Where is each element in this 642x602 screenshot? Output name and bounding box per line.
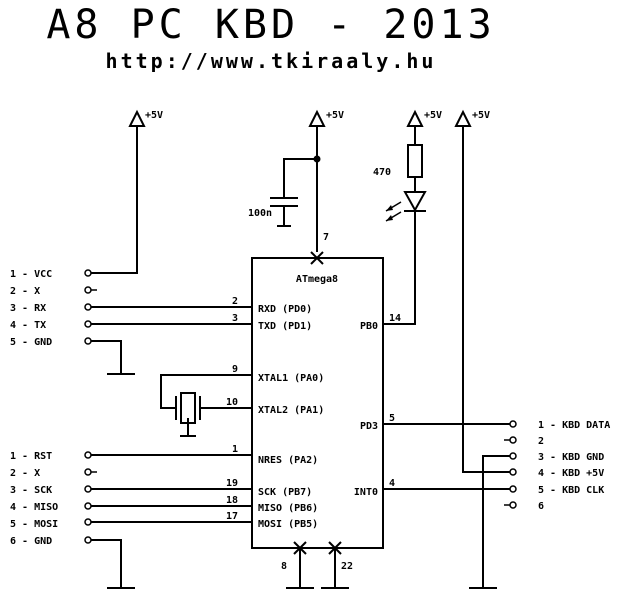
connector-pin-label: 3 - RX — [10, 303, 46, 314]
supply-label: +5V — [145, 110, 163, 121]
connector-pin-label: 5 - GND — [10, 337, 52, 348]
connector-pin-label: 2 - X — [10, 468, 40, 479]
connector-pin-label: 1 - VCC — [10, 269, 52, 280]
supply-label: +5V — [326, 110, 344, 121]
supply-label: +5V — [472, 110, 490, 121]
wires — [91, 126, 510, 589]
led — [385, 191, 427, 222]
pin-name-txd: TXD (PD1) — [258, 321, 312, 332]
pin-name-miso: MISO (PB6) — [258, 503, 318, 514]
capacitor-value: 100n — [248, 208, 272, 219]
pin-number: 4 — [389, 478, 395, 489]
serial-connector: 1 - VCC 2 - X 3 - RX 4 - TX 5 - GND — [10, 269, 97, 348]
supply-label: +5V — [424, 110, 442, 121]
pin-name-sck: SCK (PB7) — [258, 487, 312, 498]
pin-number: 18 — [226, 495, 238, 506]
supply-symbol-chip-vcc: +5V — [308, 109, 344, 127]
isp-connector: 1 - RST 2 - X 3 - SCK 4 - MISO 5 - MOSI … — [10, 451, 97, 547]
schematic-title: A8 PC KBD - 2013 — [46, 2, 495, 48]
pin-number: 22 — [341, 561, 353, 572]
connector-pin-label: 6 - GND — [10, 536, 52, 547]
resistor: 470 — [373, 144, 423, 178]
connector-pin-label: 3 - KBD GND — [538, 452, 604, 463]
capacitor: 100n — [248, 197, 298, 219]
pin-number: 7 — [323, 232, 329, 243]
pin-name-mosi: MOSI (PB5) — [258, 519, 318, 530]
chip-name: ATmega8 — [296, 274, 338, 285]
crystal — [175, 392, 201, 424]
pin-name-rxd: RXD (PD0) — [258, 304, 312, 315]
pin-number: 19 — [226, 478, 238, 489]
pin-number: 10 — [226, 397, 238, 408]
connector-pin-label: 4 - MISO — [10, 502, 58, 513]
pin-number: 14 — [389, 313, 401, 324]
connector-pin-label: 3 - SCK — [10, 485, 52, 496]
pin-number: 3 — [232, 313, 238, 324]
pin-number: 5 — [389, 413, 395, 424]
kbd-connector: 1 - KBD DATA 2 3 - KBD GND 4 - KBD +5V 5… — [504, 420, 610, 512]
connector-pin-label: 1 - KBD DATA — [538, 420, 610, 431]
supply-symbol-serial-vcc: +5V — [128, 109, 163, 127]
connector-pin-label: 6 — [538, 501, 544, 512]
pin-name-xtal2: XTAL2 (PA1) — [258, 405, 324, 416]
pin-number: 17 — [226, 511, 238, 522]
pin-number: 2 — [232, 296, 238, 307]
pin-name-pd3: PD3 — [360, 421, 378, 432]
connector-pin-label: 2 — [538, 436, 544, 447]
pin-name-nres: NRES (PA2) — [258, 455, 318, 466]
pin-number: 1 — [232, 444, 238, 455]
supply-symbol-kbd: +5V — [454, 109, 490, 127]
connector-pin-label: 4 - KBD +5V — [538, 468, 604, 479]
supply-symbol-led: +5V — [406, 109, 442, 127]
connector-pin-label: 1 - RST — [10, 451, 52, 462]
website-url: http://www.tkiraaly.hu — [106, 49, 437, 73]
pin-name-xtal1: XTAL1 (PA0) — [258, 373, 324, 384]
pin-name-int0: INT0 — [354, 487, 378, 498]
pin-name-pb0: PB0 — [360, 321, 378, 332]
connector-pin-label: 5 - MOSI — [10, 519, 58, 530]
connector-pin-label: 2 - X — [10, 286, 40, 297]
pin-number: 9 — [232, 364, 238, 375]
atmega8-chip: ATmega8 RXD (PD0) TXD (PD1) XTAL1 (PA0) … — [226, 232, 401, 572]
pin-number: 8 — [281, 561, 287, 572]
connector-pin-label: 5 - KBD CLK — [538, 485, 604, 496]
resistor-value: 470 — [373, 167, 391, 178]
connector-pin-label: 4 - TX — [10, 320, 46, 331]
